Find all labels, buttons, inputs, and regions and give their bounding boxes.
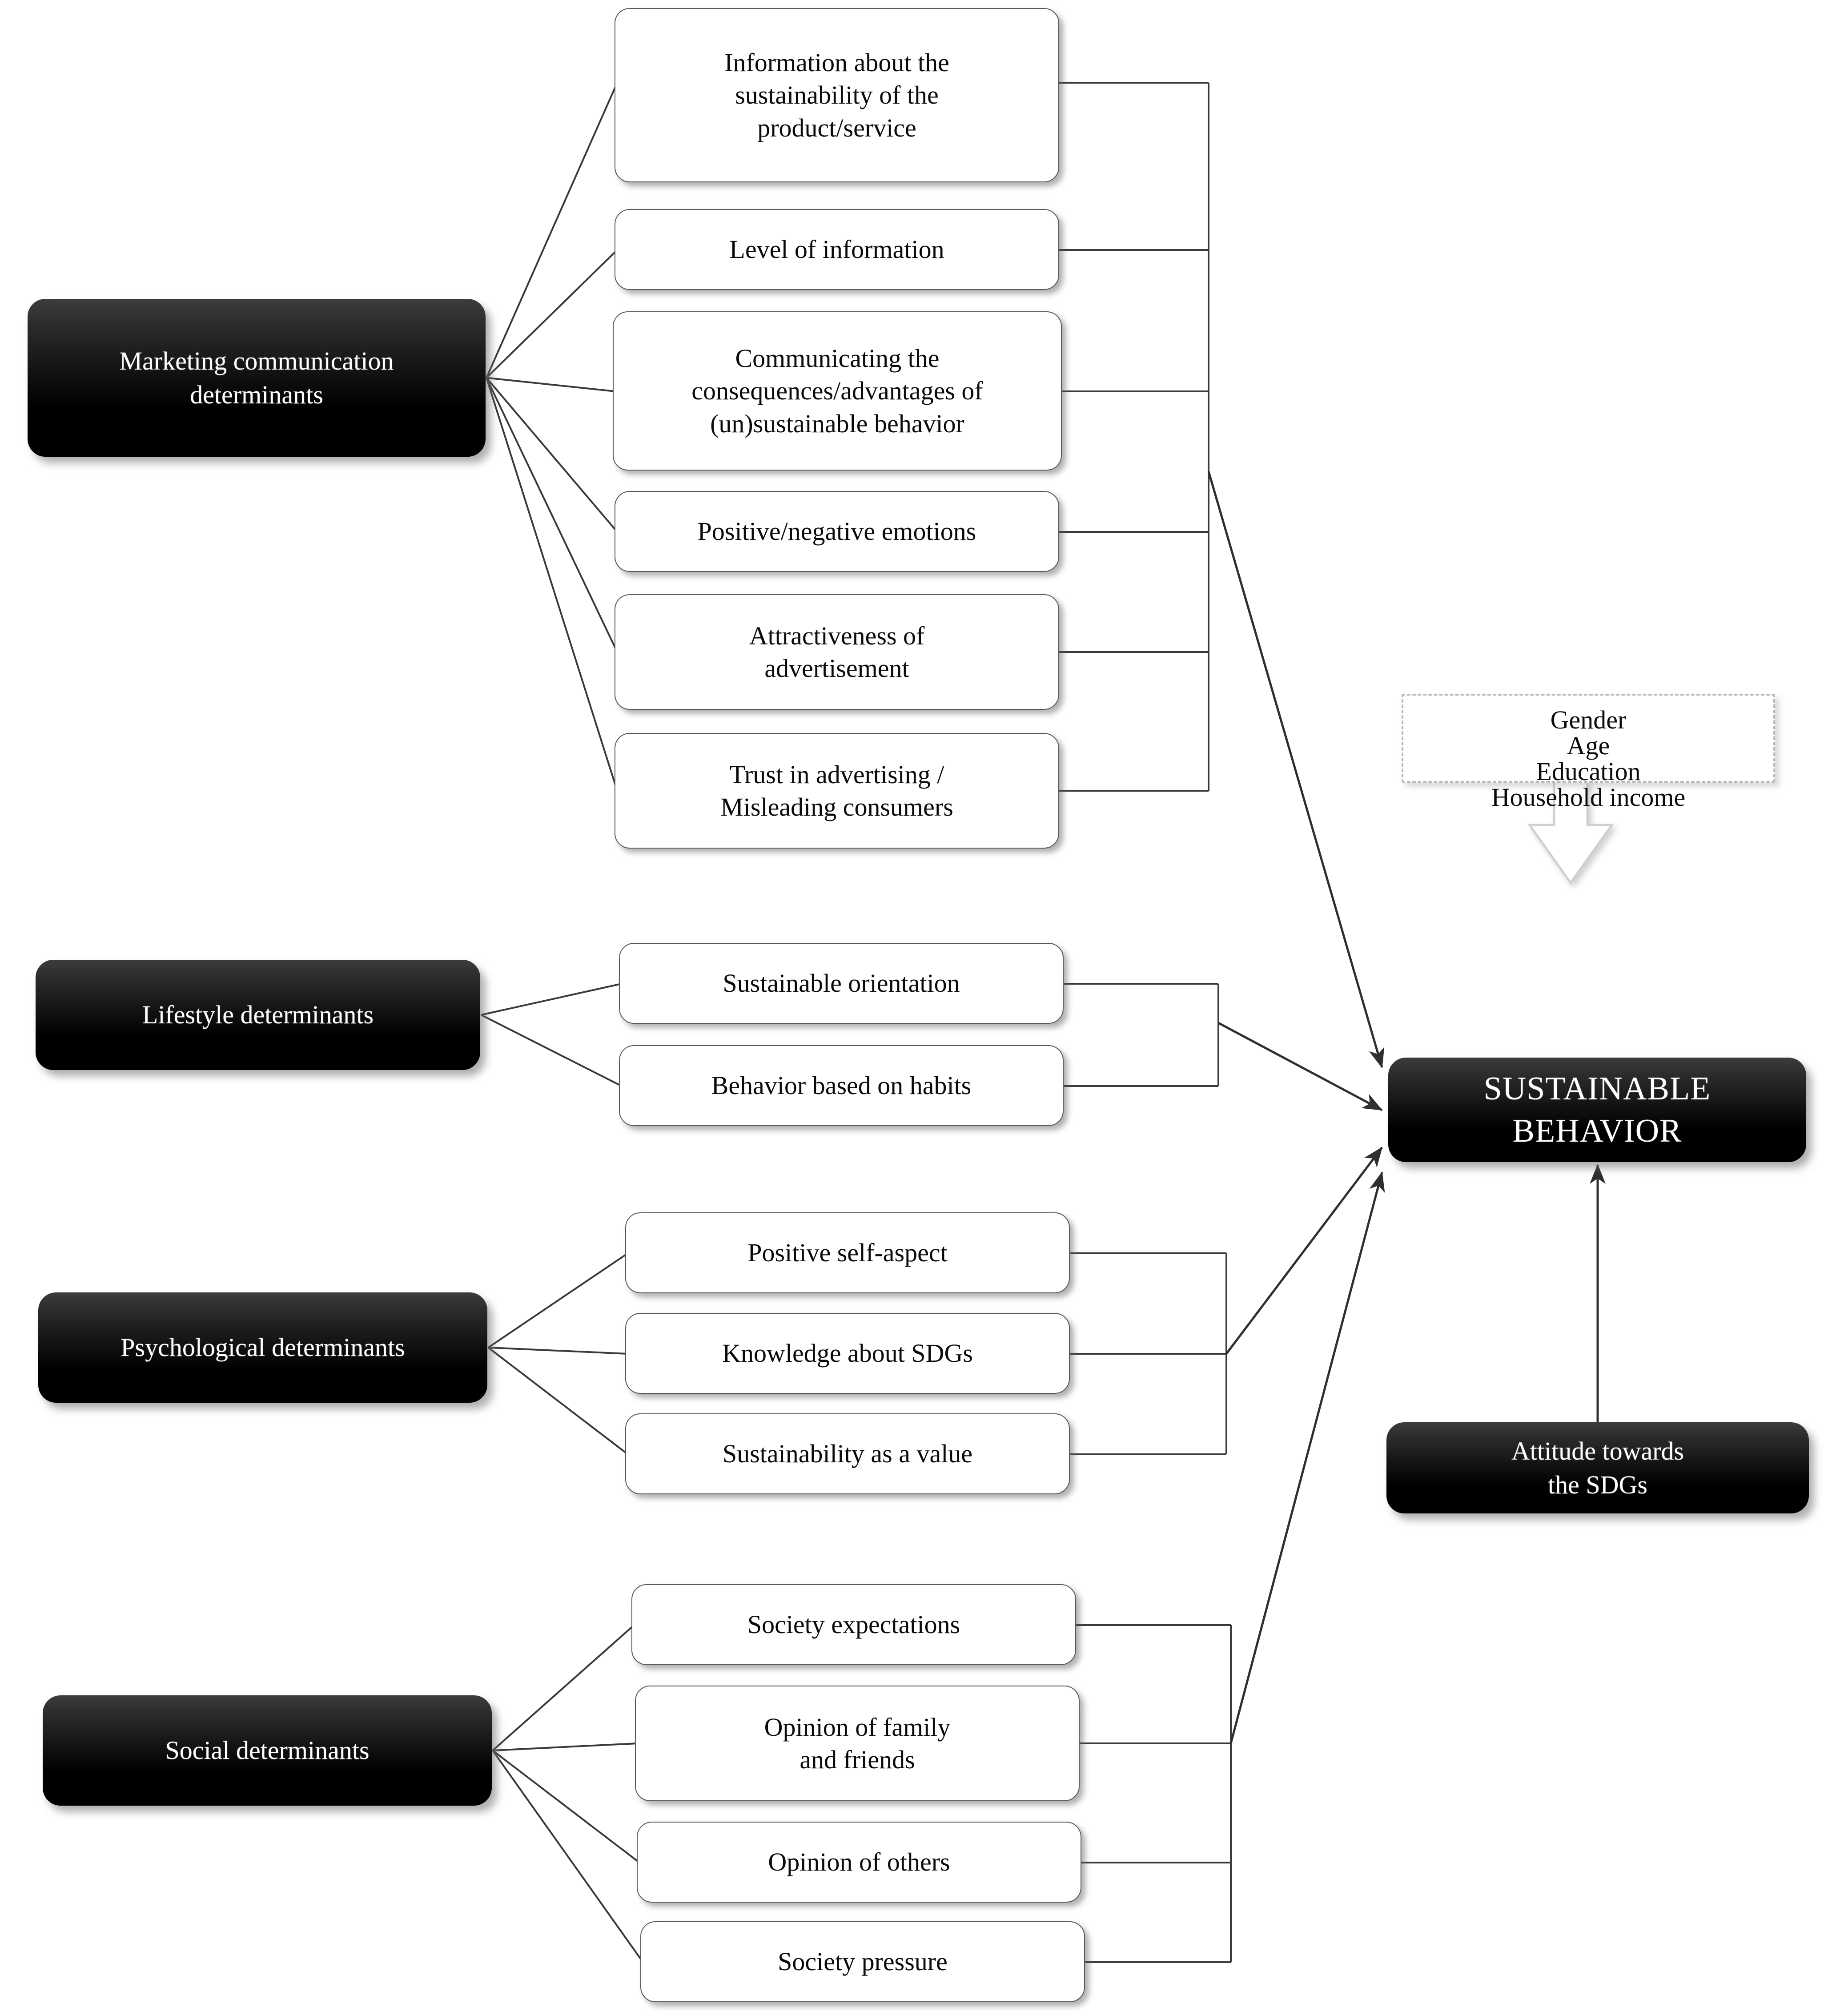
link-marketing-0: [486, 82, 618, 378]
factor-box-social-2[interactable]: Opinion of others: [637, 1822, 1081, 1903]
arrow-psychological-to-outcome: [1225, 1147, 1383, 1355]
factor-box-psychological-0[interactable]: Positive self-aspect: [625, 1212, 1070, 1293]
arrow-marketing-to-outcome: [1207, 471, 1385, 1068]
category-label-psychological: Psychological determinants: [121, 1333, 405, 1362]
category-box-psychological[interactable]: Psychological determinants: [38, 1292, 487, 1403]
factor-box-social-3[interactable]: Society pressure: [640, 1921, 1085, 2002]
link-marketing-5: [486, 377, 618, 791]
factor-box-psychological-2[interactable]: Sustainability as a value: [625, 1413, 1070, 1494]
factor-label: Society expectations: [747, 1610, 960, 1639]
link-marketing-1: [486, 249, 618, 378]
category-label-social: Social determinants: [165, 1736, 370, 1765]
factor-box-social-0[interactable]: Society expectations: [631, 1584, 1076, 1665]
factor-box-marketing-1[interactable]: Level of information: [615, 209, 1059, 290]
moderator-item-1: Age: [1567, 731, 1610, 760]
link-psychological-1: [488, 1347, 628, 1355]
link-lifestyle-1: [481, 1014, 622, 1087]
link-psychological-2: [487, 1347, 629, 1455]
factor-label: Sustainability as a value: [722, 1439, 973, 1469]
factor-box-psychological-1[interactable]: Knowledge about SDGs: [625, 1313, 1070, 1394]
link-psychological-0: [487, 1252, 629, 1348]
factor-label: Level of information: [729, 235, 944, 264]
link-social-3: [492, 1750, 644, 1963]
moderator-item-2: Education: [1536, 757, 1641, 786]
link-social-0: [492, 1624, 635, 1751]
factor-label: Society pressure: [778, 1947, 948, 1976]
factor-box-lifestyle-0[interactable]: Sustainable orientation: [619, 943, 1064, 1024]
factor-box-marketing-5[interactable]: Trust in advertising /Misleading consume…: [615, 733, 1059, 849]
link-marketing-2: [486, 377, 616, 392]
arrow-social-to-outcome: [1229, 1171, 1385, 1744]
link-marketing-4: [486, 377, 618, 652]
category-box-lifestyle[interactable]: Lifestyle determinants: [36, 960, 480, 1070]
link-social-1: [492, 1742, 638, 1751]
moderator-block-arrow: [1527, 779, 1614, 885]
factor-label: Behavior based on habits: [711, 1071, 972, 1100]
factor-box-lifestyle-1[interactable]: Behavior based on habits: [619, 1045, 1064, 1126]
category-box-social[interactable]: Social determinants: [43, 1695, 492, 1806]
factor-label: Positive/negative emotions: [697, 517, 976, 546]
factor-label: Trust in advertising /Misleading consume…: [720, 760, 953, 821]
factor-label: Sustainable orientation: [723, 969, 960, 998]
link-lifestyle-0: [481, 983, 622, 1016]
moderator-item-0: Gender: [1550, 705, 1627, 734]
factor-label: Knowledge about SDGs: [722, 1339, 973, 1368]
category-label-lifestyle: Lifestyle determinants: [142, 1000, 374, 1030]
factor-label: Opinion of others: [768, 1847, 950, 1877]
factor-label: Positive self-aspect: [747, 1238, 948, 1268]
factor-box-marketing-3[interactable]: Positive/negative emotions: [615, 491, 1059, 572]
arrow-lifestyle-to-outcome: [1217, 1022, 1383, 1111]
moderator-item-3: Household income: [1491, 783, 1686, 812]
link-marketing-3: [486, 377, 618, 533]
link-social-2: [492, 1750, 640, 1863]
